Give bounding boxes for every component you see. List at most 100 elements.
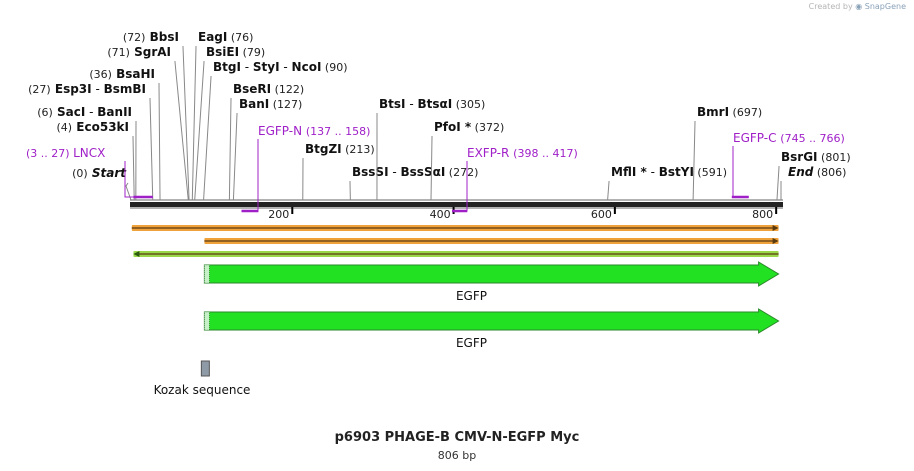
snapgene-logo-icon: ◉ — [855, 2, 863, 11]
site-enzyme-name: BbsI — [145, 30, 179, 44]
orf-arrowhead — [772, 225, 779, 231]
primer-range: (398 .. 417) — [513, 147, 578, 160]
primer-egfp-n: EGFP-N (137 .. 158) — [241, 124, 370, 213]
site-enzyme-name: BtsI — [379, 97, 406, 111]
site-start: (0) Start — [72, 166, 132, 201]
site-enzyme-name: BtgZI — [305, 142, 342, 156]
site-leader-line — [607, 181, 610, 201]
feature-label: EGFP — [456, 336, 487, 350]
site-leader-line — [194, 61, 205, 201]
site-enzyme-name: Start — [88, 166, 128, 180]
site-enzyme-name: - — [280, 60, 292, 74]
orf-orf2 — [204, 238, 779, 244]
site-bsiei: BsiEI (79) — [194, 45, 265, 201]
site-position: (6) — [37, 106, 53, 119]
site-enzyme-name: Eco53kI — [72, 120, 129, 134]
site-leader-line — [174, 61, 189, 201]
site-position: (79) — [239, 46, 265, 59]
site-position: (71) — [107, 46, 130, 59]
site-bsrgi: BsrGI (801) — [776, 150, 851, 201]
site-leader-line — [191, 46, 197, 201]
site-position: (122) — [271, 83, 304, 96]
site-label: (4) Eco53kI — [57, 120, 129, 134]
orf-arrowhead — [772, 238, 779, 244]
feature-arrow — [203, 308, 780, 334]
site-enzyme-name: Esp3I — [51, 82, 92, 96]
site-bsssi: BssSI - BssSαI (272) — [349, 165, 478, 201]
snapgene-credit: Created by ◉ SnapGene — [809, 2, 906, 11]
backbone — [130, 202, 783, 207]
site-position: (801) — [818, 151, 851, 164]
site-label: BsiEI (79) — [206, 45, 265, 59]
site-enzyme-name: SgrAI — [130, 45, 171, 59]
site-leader-line — [132, 136, 135, 201]
primer-egfp-c: EGFP-C (745 .. 766) — [731, 131, 845, 199]
site-label: (27) Esp3I - BsmBI — [28, 82, 146, 96]
site-enzyme-name: StyI — [253, 60, 280, 74]
site-label: MflI * - BstYI (591) — [611, 165, 727, 179]
site-label: EagI (76) — [198, 30, 253, 44]
feature-start-marker — [204, 264, 210, 284]
site-btgi: BtgI - StyI - NcoI (90) — [203, 60, 348, 201]
site-label: BtgI - StyI - NcoI (90) — [213, 60, 348, 74]
scale-tick-label: 200 — [268, 208, 289, 221]
site-btsi: BtsI - BtsαI (305) — [376, 97, 485, 201]
site-enzyme-name: - — [92, 82, 104, 96]
site-label: BsrGI (801) — [781, 150, 851, 164]
site-leader-line — [692, 121, 696, 201]
site-enzyme-name: BseRI — [233, 82, 271, 96]
site-enzyme-name: BstYI — [659, 165, 694, 179]
site-enzyme-name: BsrGI — [781, 150, 818, 164]
site-sgrai: (71) SgrAI — [107, 45, 189, 201]
site-position: (90) — [321, 61, 347, 74]
site-position: (76) — [227, 31, 253, 44]
site-enzyme-name: - — [85, 105, 97, 119]
primer-name: EGFP-N — [258, 124, 306, 138]
site-enzyme-name: SacI — [53, 105, 86, 119]
site-leader-line — [125, 182, 132, 201]
primer-lncx: (3 .. 27) LNCX — [26, 146, 153, 199]
site-leader-line — [430, 136, 433, 201]
site-bbsi: (72) BbsI — [123, 30, 190, 201]
scale-tick-label: 800 — [752, 208, 773, 221]
site-enzyme-name: BanII — [97, 105, 132, 119]
credit-brand: SnapGene — [864, 2, 906, 11]
site-enzyme-name: BmrI — [697, 105, 729, 119]
plasmid-name: p6903 PHAGE-B CMV-N-EGFP Myc — [334, 430, 580, 445]
primer-name: LNCX — [73, 146, 105, 160]
site-enzyme-name: BsmBI — [104, 82, 146, 96]
site-label: BanI (127) — [239, 97, 302, 111]
primer-label: EGFP-C (745 .. 766) — [733, 131, 845, 145]
site-enzyme-name: BanI — [239, 97, 269, 111]
site-enzyme-name: - — [241, 60, 253, 74]
site-leader-line — [158, 83, 161, 201]
feature-start-marker — [204, 311, 210, 331]
primer-exfp-r: EXFP-R (398 .. 417) — [451, 146, 578, 213]
site-label: BssSI - BssSαI (272) — [352, 165, 478, 179]
site-label: (71) SgrAI — [107, 45, 171, 59]
plasmid-length: 806 bp — [437, 449, 477, 462]
primer-label: (3 .. 27) LNCX — [26, 146, 105, 160]
site-position: (272) — [445, 166, 478, 179]
site-enzyme-name: BsaHI — [112, 67, 155, 81]
site-end: End (806) — [780, 165, 846, 200]
site-enzyme-name: - — [406, 97, 418, 111]
primer-connector — [124, 161, 153, 198]
site-bsahi: (36) BsaHI — [89, 67, 161, 201]
site-saci: (6) SacI - BanII — [37, 105, 137, 201]
site-bseri: BseRI (122) — [228, 82, 304, 201]
site-enzyme-name: BsiEI — [206, 45, 239, 59]
site-esp3i: (27) Esp3I - BsmBI — [28, 82, 154, 201]
site-label: PfoI * (372) — [434, 120, 504, 134]
site-position: (127) — [269, 98, 302, 111]
site-enzyme-name: PfoI * — [434, 120, 472, 134]
site-btgzi: BtgZI (213) — [302, 142, 375, 201]
site-eco53ki: (4) Eco53kI — [57, 120, 135, 201]
site-enzyme-name: EagI — [198, 30, 227, 44]
site-position: (27) — [28, 83, 51, 96]
site-position: (591) — [694, 166, 727, 179]
site-leader-line — [228, 98, 232, 201]
primer-name: EGFP-C — [733, 131, 780, 145]
site-position: (72) — [123, 31, 146, 44]
site-position: (806) — [813, 166, 846, 179]
